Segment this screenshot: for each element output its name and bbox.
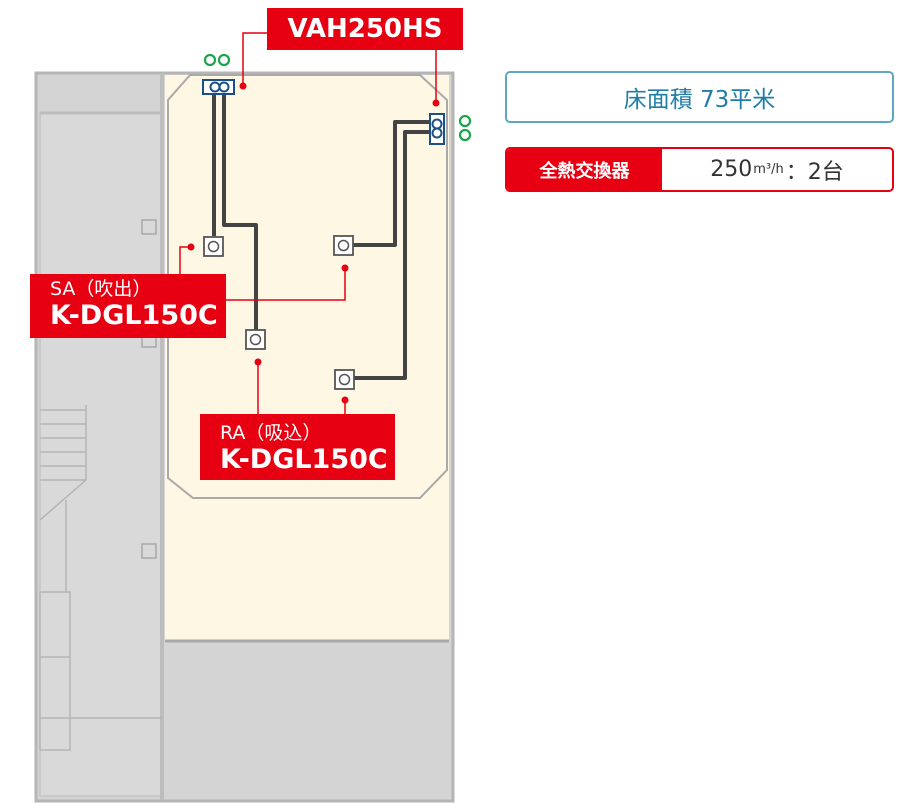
- ducts: [212, 92, 437, 380]
- supply-grille-label: SA（吹出） K-DGL150C: [30, 274, 226, 338]
- supply-duct-2: [352, 120, 437, 247]
- return-duct-1: [222, 92, 258, 330]
- floor-area-box: 床面積 73平米: [505, 71, 894, 123]
- return-grille: [245, 329, 266, 350]
- spec-flow: 250: [710, 157, 753, 182]
- spec-label: 全熱交換器: [507, 149, 662, 190]
- pillar-mark: [141, 543, 157, 559]
- return-label: RA（吸込）: [220, 422, 322, 444]
- heat-exchanger-unit-2: [429, 113, 445, 145]
- ceiling-outline: [167, 74, 448, 499]
- fan-icon: [203, 53, 231, 67]
- spec-unit: m³/h: [753, 162, 784, 177]
- staircase: [39, 405, 87, 595]
- pillar-mark: [141, 219, 157, 235]
- unit-model-label: VAH250HS: [267, 8, 463, 50]
- return-model: K-DGL150C: [220, 444, 388, 475]
- supply-grille: [333, 235, 354, 256]
- heat-exchanger-unit-1: [202, 79, 235, 95]
- spec-count: ：2台: [785, 159, 844, 185]
- leader-dots: [187, 82, 440, 404]
- supply-model: K-DGL150C: [50, 300, 218, 331]
- supply-grille: [203, 236, 224, 257]
- return-grille-label: RA（吸込） K-DGL150C: [200, 414, 395, 480]
- return-grille: [334, 369, 355, 390]
- return-duct-2: [354, 130, 437, 380]
- supply-label: SA（吹出）: [50, 278, 152, 300]
- fan-icon: [458, 114, 472, 142]
- storage-closet: [39, 591, 71, 751]
